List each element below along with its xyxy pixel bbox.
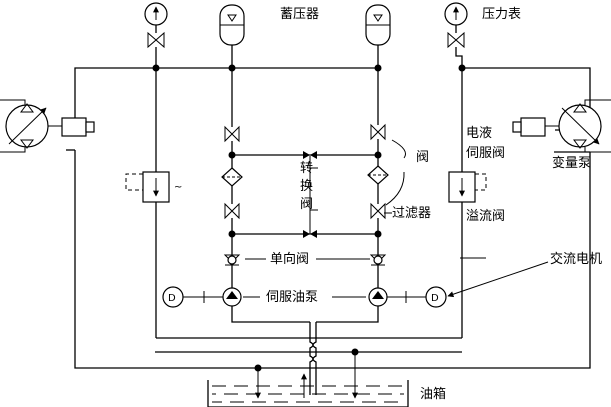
switch-valve bbox=[303, 151, 317, 238]
check-valve-left bbox=[223, 254, 241, 266]
oil-tank bbox=[207, 380, 409, 407]
motor-symbol-right: D bbox=[431, 293, 439, 304]
tank-return-lines bbox=[255, 322, 358, 399]
relief-valve-label: 溢流阀 bbox=[466, 209, 505, 224]
pressure-gauge-right bbox=[444, 2, 468, 68]
shutoff-valves bbox=[224, 123, 386, 220]
filter-left bbox=[221, 167, 243, 187]
relief-valve-left bbox=[125, 171, 170, 203]
accumulator-right bbox=[365, 4, 391, 46]
check-valve-right bbox=[369, 254, 387, 266]
left-tilde-label: ~ bbox=[174, 182, 182, 193]
motor-symbol-left: D bbox=[168, 293, 176, 304]
switch-valve-label-1: 转 bbox=[300, 161, 313, 176]
filter-label: 过滤器 bbox=[392, 206, 431, 221]
pressure-gauge-left bbox=[144, 2, 168, 68]
servo-pump-left bbox=[203, 287, 242, 307]
valve-label: 阀 bbox=[416, 150, 429, 165]
oil-tank-label: 油箱 bbox=[420, 386, 446, 402]
accumulator-label: 蓄压器 bbox=[280, 7, 319, 22]
relief-valve-right bbox=[448, 171, 487, 203]
servo-pump-right bbox=[368, 287, 407, 307]
variable-pump-left bbox=[0, 99, 95, 153]
variable-pump-right bbox=[512, 99, 611, 153]
right-main-line bbox=[316, 45, 379, 323]
filter-right bbox=[367, 165, 389, 185]
switch-valve-label-3: 阀 bbox=[300, 197, 313, 212]
pressure-gauge-label: 压力表 bbox=[482, 7, 521, 22]
outer-piping bbox=[62, 67, 591, 369]
leader-lines bbox=[243, 139, 549, 298]
accumulator-left bbox=[219, 4, 245, 46]
variable-pump-label: 变量泵 bbox=[552, 155, 591, 171]
ac-motor-label: 交流电机 bbox=[550, 251, 602, 267]
servo-valve-label-2: 伺服阀 bbox=[466, 146, 505, 161]
ac-motor-right bbox=[406, 286, 447, 308]
check-valve-label: 单向阀 bbox=[270, 251, 309, 267]
ac-motor-left bbox=[162, 286, 204, 308]
servo-valve-label-1: 电液 bbox=[466, 126, 492, 141]
left-main-line bbox=[231, 45, 310, 323]
servo-pump-label: 伺服油泵 bbox=[266, 290, 318, 305]
switch-valve-label-2: 换 bbox=[300, 179, 313, 194]
